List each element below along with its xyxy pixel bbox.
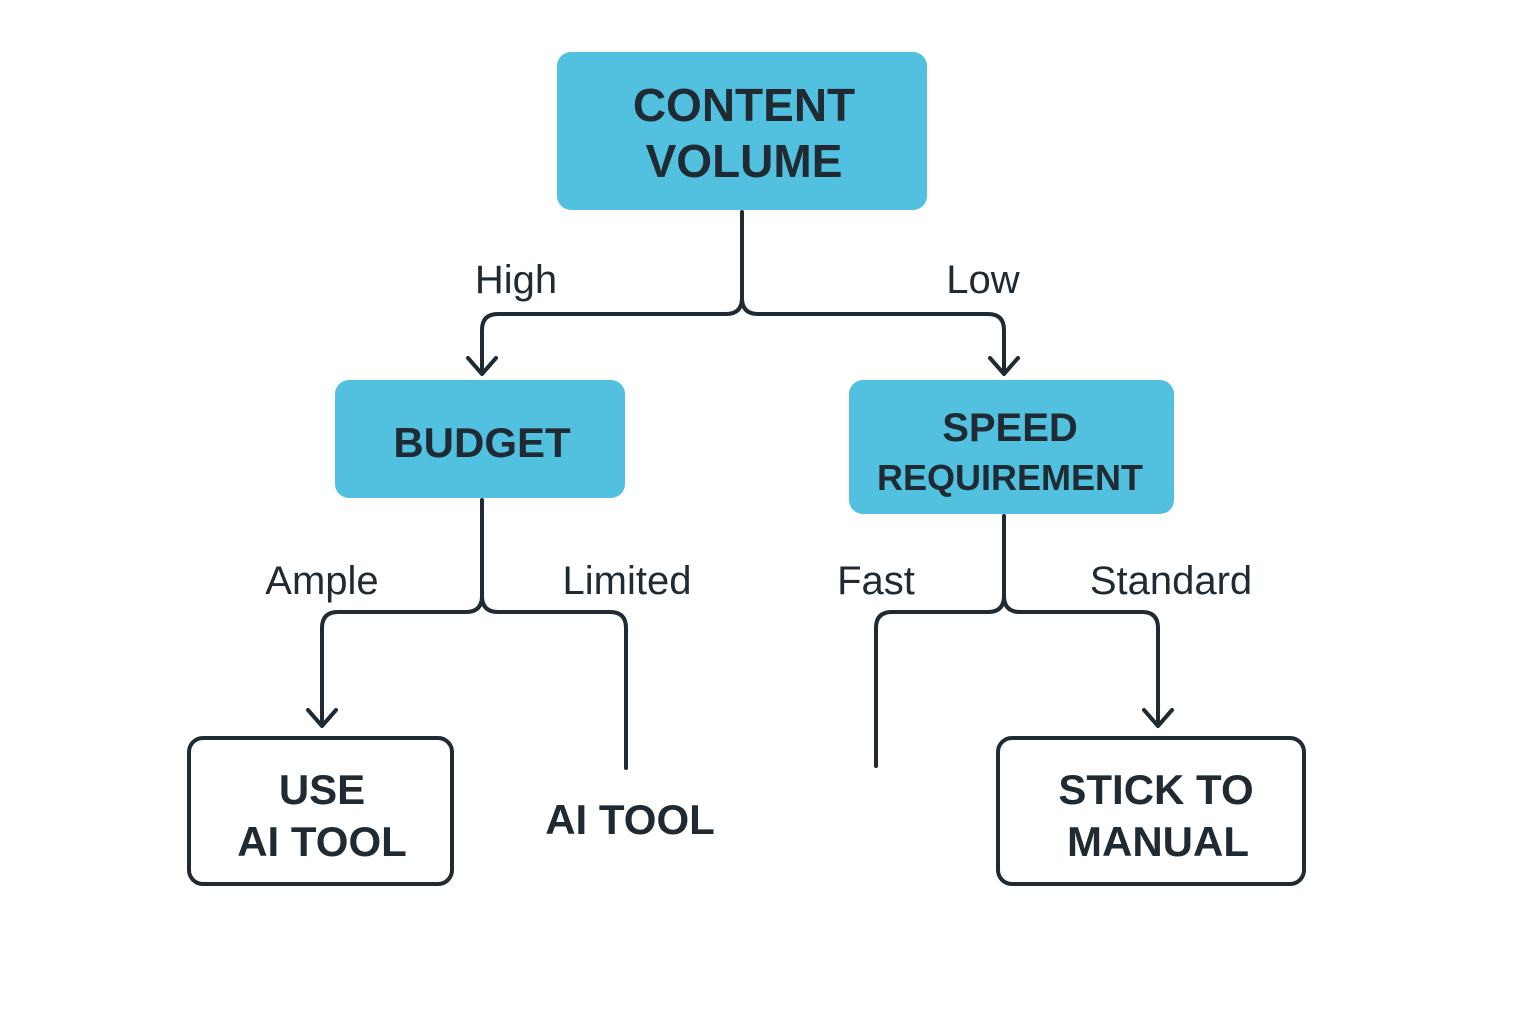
connector-speed-left [874, 514, 1006, 768]
node-content-volume-box [557, 52, 927, 210]
connector-budget-left [320, 498, 484, 726]
node-budget-box [335, 380, 625, 498]
node-ai-tool-label: AI TOOL [545, 796, 715, 843]
node-use-ai-tool-box [187, 736, 454, 886]
node-use-ai-tool-line1: USE [279, 766, 365, 813]
node-ai-tool: AI TOOL [545, 796, 715, 843]
arrowhead-to-use-ai-tool [306, 708, 338, 728]
node-content-volume-line2: VOLUME [646, 135, 843, 187]
node-content-volume: CONTENT VOLUME [557, 52, 927, 210]
connector-content-volume-right [740, 296, 1006, 374]
node-stick-to-manual: STICK TO MANUAL [996, 736, 1306, 886]
arrowhead-to-speed-requirement [988, 356, 1020, 376]
edge-labels: High Low Ample Limited Fast Standard [265, 258, 1252, 603]
node-use-ai-tool: USE AI TOOL [187, 736, 454, 886]
connectors [306, 210, 1174, 770]
edge-label-low: Low [946, 258, 1019, 302]
edge-label-ample: Ample [265, 559, 378, 603]
edge-label-limited: Limited [563, 559, 692, 603]
node-budget: BUDGET [335, 380, 625, 498]
arrowhead-to-budget [466, 356, 498, 376]
edge-label-fast: Fast [837, 559, 915, 603]
node-stick-to-manual-box [996, 736, 1306, 886]
node-speed-requirement-line1: SPEED [942, 406, 1078, 450]
edge-label-high: High [475, 258, 557, 302]
arrowhead-to-stick-to-manual [1142, 708, 1174, 728]
node-budget-label: BUDGET [393, 419, 571, 466]
node-use-ai-tool-line2: AI TOOL [237, 818, 407, 865]
node-speed-requirement-box [849, 380, 1174, 514]
edge-label-standard: Standard [1090, 559, 1252, 603]
node-speed-requirement: SPEED REQUIREMENT [849, 380, 1174, 514]
node-stick-to-manual-line1: STICK TO [1058, 766, 1253, 813]
node-content-volume-line1: CONTENT [633, 79, 855, 131]
node-stick-to-manual-line2: MANUAL [1067, 818, 1249, 865]
connector-budget-right [480, 594, 628, 770]
node-speed-requirement-line2: REQUIREMENT [877, 457, 1143, 498]
connector-speed-right [1002, 594, 1160, 726]
